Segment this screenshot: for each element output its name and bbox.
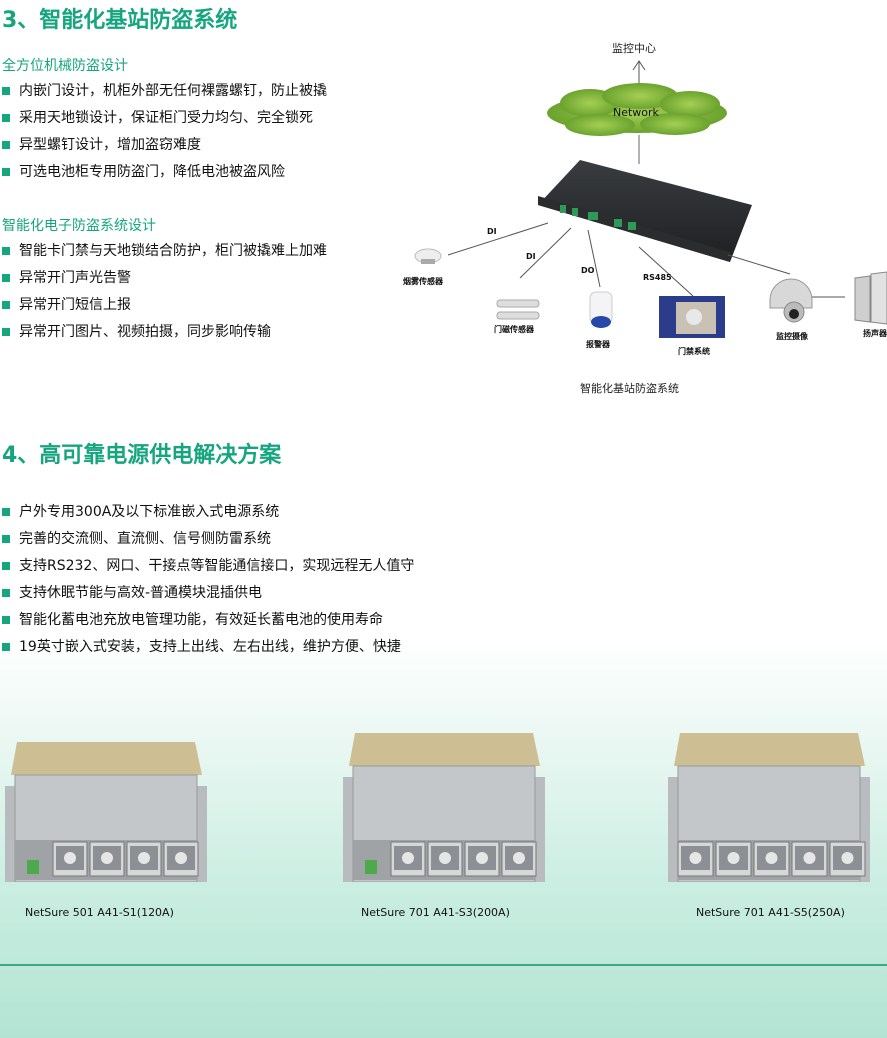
bullet-icon xyxy=(2,246,10,255)
security-diagram xyxy=(414,60,887,338)
bullet-icon xyxy=(2,534,10,543)
power-system-image xyxy=(668,733,870,882)
list-item-text: 内嵌门设计，机柜外部无任何裸露螺钉，防止被撬 xyxy=(19,82,327,99)
list-item-text: 可选电池柜专用防盗门，降低电池被盗风险 xyxy=(19,163,285,180)
list-item: 智能卡门禁与天地锁结合防护，柜门被撬难上加难 xyxy=(0,237,327,264)
door-sensor-label: 门磁传感器 xyxy=(494,325,534,334)
rectifier-module xyxy=(464,841,500,877)
rectifier-module xyxy=(829,841,866,877)
list-item: 异型螺钉设计，增加盗窃难度 xyxy=(0,131,327,158)
list-item-text: 户外专用300A及以下标准嵌入式电源系统 xyxy=(19,503,280,520)
bullet-icon xyxy=(2,642,10,651)
list-item: 完善的交流侧、直流侧、信号侧防雷系统 xyxy=(0,525,414,552)
list-item-text: 采用天地锁设计，保证柜门受力均匀、完全锁死 xyxy=(19,109,313,126)
rectifier-module xyxy=(390,841,426,877)
rs485-label: RS485 xyxy=(643,273,672,282)
list-item-text: 智能卡门禁与天地锁结合防护，柜门被撬难上加难 xyxy=(19,242,327,259)
product-caption: NetSure 701 A41-S5(250A) xyxy=(696,906,845,919)
bullet-icon xyxy=(2,86,10,95)
rectifier-module xyxy=(791,841,828,877)
section4-title: 4、高可靠电源供电解决方案 xyxy=(2,443,282,468)
bullet-icon xyxy=(2,588,10,597)
rectifier-module xyxy=(501,841,537,877)
group1-heading: 全方位机械防盗设计 xyxy=(2,58,128,74)
bullet-icon xyxy=(2,615,10,624)
list-item: 异常开门短信上报 xyxy=(0,291,327,318)
speaker-label: 扬声器 xyxy=(863,329,887,338)
access-control-icon xyxy=(659,296,725,338)
group2-heading: 智能化电子防盗系统设计 xyxy=(2,218,156,234)
rectifier-module xyxy=(677,841,714,877)
list-item: 异常开门声光告警 xyxy=(0,264,327,291)
alarm-label: 报警器 xyxy=(586,340,610,349)
do-label: DO xyxy=(581,266,595,275)
camera-label: 监控摄像 xyxy=(776,332,808,341)
monitor-center-label: 监控中心 xyxy=(612,42,656,55)
product-caption: NetSure 501 A41-S1(120A) xyxy=(25,906,174,919)
list-item: 19英寸嵌入式安装，支持上出线、左右出线，维护方便、快捷 xyxy=(0,633,414,660)
bullet-icon xyxy=(2,167,10,176)
list-item-text: 异常开门短信上报 xyxy=(19,296,131,313)
rectifier-module xyxy=(753,841,790,877)
rectifier-module xyxy=(126,841,162,877)
group1-list: 内嵌门设计，机柜外部无任何裸露螺钉，防止被撬 采用天地锁设计，保证柜门受力均匀、… xyxy=(0,77,327,185)
list-item-text: 异型螺钉设计，增加盗窃难度 xyxy=(19,136,201,153)
di-label: DI xyxy=(487,227,497,236)
bullet-icon xyxy=(2,273,10,282)
rectifier-module xyxy=(427,841,463,877)
list-item: 内嵌门设计，机柜外部无任何裸露螺钉，防止被撬 xyxy=(0,77,327,104)
rectifier-module xyxy=(715,841,752,877)
rectifier-module xyxy=(89,841,125,877)
power-system-image xyxy=(5,742,207,882)
list-item: 异常开门图片、视频拍摄，同步影响传输 xyxy=(0,318,327,345)
list-item: 支持RS232、网口、干接点等智能通信接口，实现远程无人值守 xyxy=(0,552,414,579)
list-item: 可选电池柜专用防盗门，降低电池被盗风险 xyxy=(0,158,327,185)
door-sensor-icon xyxy=(496,299,540,320)
section3-title: 3、智能化基站防盗系统 xyxy=(2,8,238,33)
list-item: 智能化蓄电池充放电管理功能，有效延长蓄电池的使用寿命 xyxy=(0,606,414,633)
bullet-icon xyxy=(2,300,10,309)
smoke-sensor-label: 烟雾传感器 xyxy=(403,277,443,286)
list-item-text: 支持RS232、网口、干接点等智能通信接口，实现远程无人值守 xyxy=(19,557,415,574)
list-item-text: 支持休眠节能与高效-普通模块混插供电 xyxy=(19,584,263,601)
list-item: 户外专用300A及以下标准嵌入式电源系统 xyxy=(0,498,414,525)
section4-list: 户外专用300A及以下标准嵌入式电源系统 完善的交流侧、直流侧、信号侧防雷系统 … xyxy=(0,498,414,660)
connection-lines xyxy=(447,222,845,298)
divider xyxy=(0,964,887,966)
bullet-icon xyxy=(2,140,10,149)
access-control-label: 门禁系统 xyxy=(678,347,710,356)
bullet-icon xyxy=(2,327,10,336)
list-item: 采用天地锁设计，保证柜门受力均匀、完全锁死 xyxy=(0,104,327,131)
smoke-sensor-icon xyxy=(414,248,442,264)
list-item: 支持休眠节能与高效-普通模块混插供电 xyxy=(0,579,414,606)
di-label: DI xyxy=(526,252,536,261)
list-item-text: 完善的交流侧、直流侧、信号侧防雷系统 xyxy=(19,530,271,547)
diagram-caption: 智能化基站防盗系统 xyxy=(580,382,679,395)
rectifier-module xyxy=(163,841,199,877)
alarm-icon xyxy=(589,291,613,328)
list-item-text: 19英寸嵌入式安装，支持上出线、左右出线，维护方便、快捷 xyxy=(19,638,401,655)
list-item-text: 异常开门图片、视频拍摄，同步影响传输 xyxy=(19,323,271,340)
bullet-icon xyxy=(2,561,10,570)
group2-list: 智能卡门禁与天地锁结合防护，柜门被撬难上加难 异常开门声光告警 异常开门短信上报… xyxy=(0,237,327,345)
bullet-icon xyxy=(2,507,10,516)
bullet-icon xyxy=(2,113,10,122)
list-item-text: 智能化蓄电池充放电管理功能，有效延长蓄电池的使用寿命 xyxy=(19,611,383,628)
rectifier-module xyxy=(52,841,88,877)
speaker-icon xyxy=(854,271,887,325)
product-caption: NetSure 701 A41-S3(200A) xyxy=(361,906,510,919)
controller-device-icon xyxy=(538,160,752,262)
power-system-image xyxy=(343,733,545,882)
list-item-text: 异常开门声光告警 xyxy=(19,269,131,286)
network-cloud-icon xyxy=(547,83,727,136)
network-label: Network xyxy=(613,106,659,119)
camera-icon xyxy=(769,278,813,323)
